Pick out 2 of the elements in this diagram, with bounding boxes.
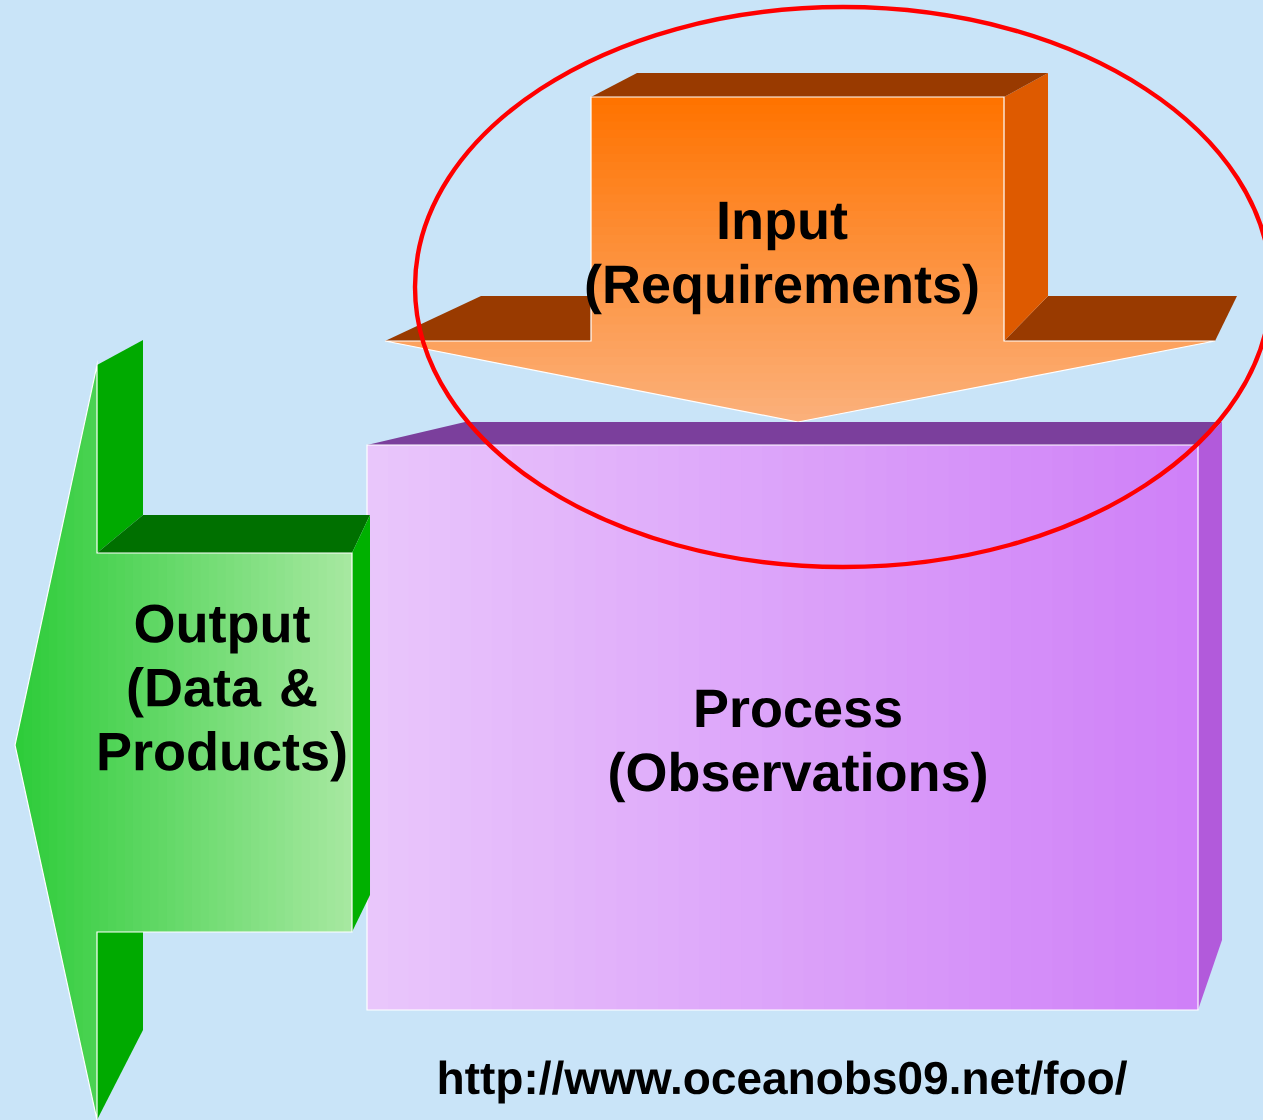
url-text: http://www.oceanobs09.net/foo/ [439,1060,1128,1104]
process-box: Process (Observations) [366,422,1222,1011]
